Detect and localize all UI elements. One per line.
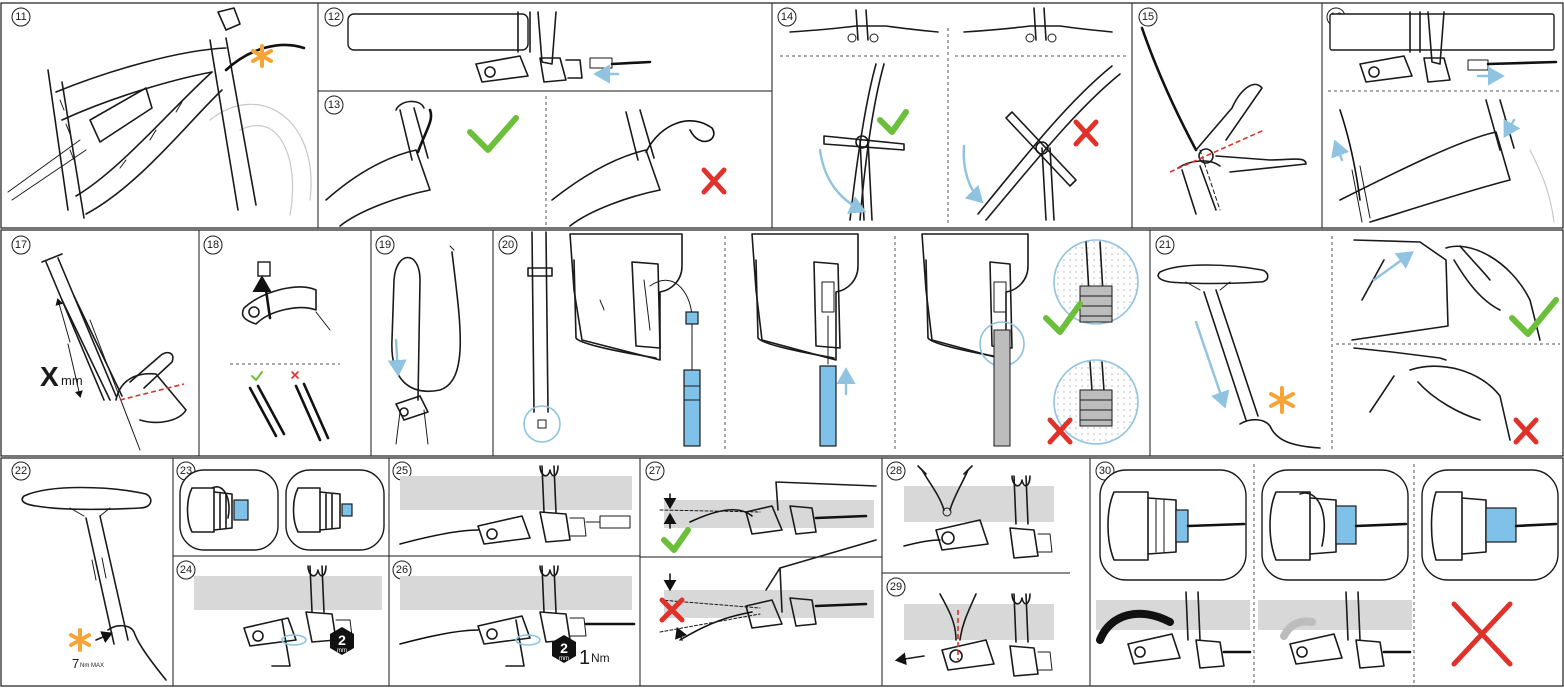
length-unit: mm: [61, 373, 83, 388]
step-number-18: 18: [203, 235, 223, 255]
step-number-21: 21: [1155, 235, 1175, 255]
svg-text:17: 17: [15, 239, 27, 251]
svg-text:20: 20: [502, 239, 514, 251]
step-20-illustration: [523, 231, 1139, 447]
step-17-illustration: X mm: [40, 253, 187, 451]
svg-text:13: 13: [328, 99, 340, 111]
step-number-24: 24: [176, 560, 196, 580]
step-15-illustration: [1140, 26, 1307, 215]
step-21-illustration: [1157, 239, 1559, 449]
svg-text:mm: mm: [559, 656, 569, 662]
svg-text:22: 22: [15, 465, 27, 477]
svg-text:25: 25: [396, 465, 408, 477]
row-3-frame: [0, 457, 1564, 687]
hex-key-badge: 2 mm: [330, 627, 354, 655]
attention-icon: [251, 44, 273, 68]
step-18-illustration: [241, 261, 331, 442]
step-24-illustration: 2 mm: [194, 565, 382, 667]
step-23-illustration: [179, 469, 385, 551]
hex-key-badge: 2 mm: [552, 635, 576, 663]
step-number-27: 27: [645, 461, 665, 481]
svg-text:24: 24: [180, 564, 192, 576]
step-19-illustration: [387, 245, 462, 445]
attention-icon: [69, 628, 91, 652]
svg-text:30: 30: [1099, 465, 1111, 477]
step-number-15: 15: [1138, 7, 1158, 27]
step-number-22: 22: [11, 461, 31, 481]
step-11-illustration: [7, 7, 312, 219]
step-number-17: 17: [11, 235, 31, 255]
step-number-19: 19: [375, 235, 395, 255]
step-14-illustration: [789, 7, 1121, 221]
torque-unit: Nm: [591, 651, 610, 665]
svg-text:27: 27: [649, 465, 661, 477]
step-26-illustration: 2 mm 1 Nm: [399, 565, 636, 669]
svg-text:mm: mm: [337, 648, 347, 654]
torque-max-value: 7: [72, 656, 79, 671]
svg-text:11: 11: [15, 11, 26, 23]
svg-text:14: 14: [781, 11, 793, 23]
svg-text:28: 28: [890, 465, 902, 477]
row-2-frame: [0, 229, 1564, 457]
svg-text:26: 26: [396, 564, 408, 576]
step-number-14: 14: [777, 7, 797, 27]
step-number-12: 12: [324, 7, 344, 27]
step-13-illustration: [325, 100, 727, 227]
svg-text:19: 19: [379, 239, 391, 251]
step-29-illustration: [894, 593, 1054, 677]
step-number-25: 25: [392, 461, 412, 481]
step-16-illustration: [1329, 11, 1558, 223]
row-1-frame: [0, 2, 1564, 229]
step-25-illustration: [399, 465, 632, 545]
step-number-28: 28: [886, 461, 906, 481]
step-30-illustration: [1096, 469, 1559, 669]
svg-text:15: 15: [1142, 11, 1154, 23]
svg-text:29: 29: [890, 581, 902, 593]
svg-text:23: 23: [180, 465, 192, 477]
length-symbol: X: [40, 361, 59, 392]
step-number-20: 20: [498, 235, 518, 255]
svg-text:18: 18: [207, 239, 219, 251]
step-number-11: 11: [11, 7, 31, 27]
svg-text:2: 2: [560, 640, 568, 656]
svg-text:12: 12: [328, 11, 340, 23]
torque-value: 1: [579, 647, 590, 669]
step-27-illustration: [659, 481, 877, 641]
step-number-29: 29: [886, 577, 906, 597]
svg-text:21: 21: [1159, 239, 1171, 251]
svg-text:2: 2: [338, 632, 346, 648]
step-28-illustration: [903, 465, 1054, 559]
attention-icon: [1269, 386, 1295, 414]
step-12-illustration: [347, 11, 652, 84]
torque-max-unit: Nm MAX: [80, 663, 104, 669]
step-number-13: 13: [324, 95, 344, 115]
step-22-illustration: 7 Nm MAX: [21, 486, 167, 681]
